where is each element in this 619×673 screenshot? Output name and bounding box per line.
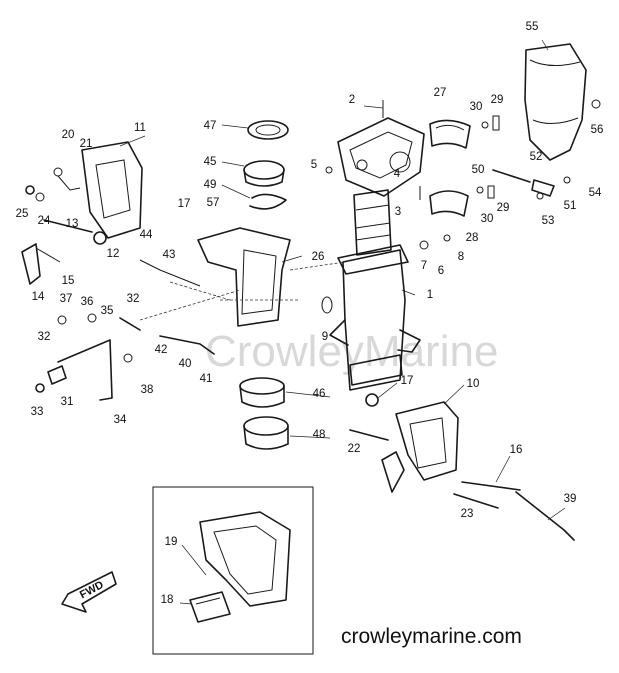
callout-42: 42	[155, 344, 168, 356]
part-swivel-bracket	[197, 227, 346, 327]
callout-48: 48	[313, 429, 326, 441]
callout-38: 38	[141, 384, 154, 396]
callout-35: 35	[101, 305, 114, 317]
callout-39: 39	[564, 493, 577, 505]
part-upper-tube	[337, 189, 409, 275]
callout-45: 45	[204, 156, 217, 168]
callout-37: 37	[60, 293, 73, 305]
leader-lines	[119, 39, 566, 521]
callout-53: 53	[542, 215, 555, 227]
part-top-casing	[337, 108, 425, 197]
callout-3: 3	[395, 206, 401, 218]
callout-32: 32	[127, 293, 140, 305]
callout-51: 51	[564, 200, 577, 212]
part-small-hardware	[321, 99, 601, 314]
callout-54: 54	[589, 187, 602, 199]
callout-16: 16	[510, 444, 523, 456]
site-url: crowleymarine.com	[341, 625, 522, 648]
part-tilt-lever	[21, 243, 61, 285]
callout-43: 43	[163, 249, 176, 261]
callout-6: 6	[438, 265, 444, 277]
part-linkage-rods	[35, 259, 241, 401]
part-clamp-bracket-right	[349, 393, 575, 541]
callout-2: 2	[349, 94, 355, 106]
part-cover-upper	[429, 119, 471, 149]
part-clamp-bracket-left	[25, 141, 143, 245]
callout-44: 44	[140, 229, 153, 241]
callout-10: 10	[467, 378, 480, 390]
watermark-text: CrowleyMarine	[205, 327, 498, 376]
callout-55: 55	[526, 21, 539, 33]
callout-20: 20	[62, 129, 75, 141]
callout-36: 36	[81, 296, 94, 308]
callout-47: 47	[204, 120, 217, 132]
callout-31: 31	[61, 396, 74, 408]
part-cover-lower	[429, 190, 469, 217]
callout-49: 49	[204, 179, 217, 191]
callout-52: 52	[530, 151, 543, 163]
callout-22: 22	[348, 443, 361, 455]
callout-34: 34	[114, 414, 127, 426]
callout-30: 30	[481, 213, 494, 225]
part-cowl	[524, 43, 587, 161]
callout-33: 33	[31, 406, 44, 418]
callout-11: 11	[134, 122, 146, 134]
callout-21: 21	[80, 138, 93, 150]
callout-24: 24	[38, 215, 51, 227]
callout-56: 56	[591, 124, 604, 136]
part-lower-casing	[329, 249, 421, 391]
callout-26: 26	[312, 251, 325, 263]
callout-18: 18	[161, 594, 174, 606]
callout-5: 5	[311, 159, 317, 171]
callout-15: 15	[62, 275, 75, 287]
callout-19: 19	[165, 536, 178, 548]
callout-1: 1	[427, 289, 433, 301]
callout-7: 7	[421, 260, 427, 272]
callout-25: 25	[16, 208, 29, 220]
callout-32: 32	[38, 331, 51, 343]
callout-50: 50	[472, 164, 485, 176]
callout-27: 27	[434, 87, 447, 99]
callout-9: 9	[322, 331, 328, 343]
callout-12: 12	[107, 248, 120, 260]
callout-4: 4	[394, 168, 401, 180]
part-rings-upper	[243, 120, 289, 210]
fwd-arrow: FWD	[61, 571, 117, 613]
inset-detail	[152, 486, 314, 655]
callout-57: 57	[207, 197, 220, 209]
callout-23: 23	[461, 508, 474, 520]
callout-29: 29	[491, 94, 504, 106]
callout-29: 29	[497, 202, 510, 214]
callout-40: 40	[179, 358, 192, 370]
part-rings-lower	[239, 377, 289, 450]
callout-41: 41	[200, 373, 213, 385]
callout-labels: 5522730295647112021545245504935457172524…	[16, 21, 604, 606]
callout-28: 28	[466, 232, 479, 244]
callout-17: 17	[401, 375, 414, 387]
callout-8: 8	[458, 251, 464, 263]
callout-46: 46	[313, 388, 326, 400]
callout-13: 13	[66, 218, 79, 230]
callout-30: 30	[470, 101, 483, 113]
callout-14: 14	[32, 291, 45, 303]
callout-17: 17	[178, 198, 191, 210]
